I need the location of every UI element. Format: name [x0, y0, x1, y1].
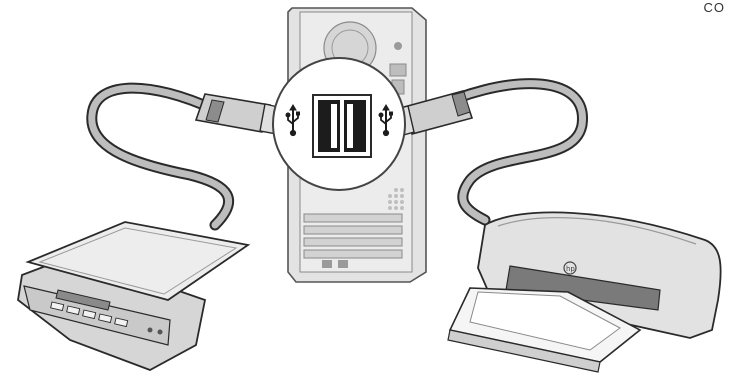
svg-text:hp: hp: [566, 265, 575, 273]
scanner-icon: [18, 222, 248, 370]
usb-port-right: [344, 100, 366, 152]
usb-port-left: [318, 100, 340, 152]
usb-plug-left: [196, 94, 282, 134]
printer-icon: hp: [448, 212, 721, 372]
